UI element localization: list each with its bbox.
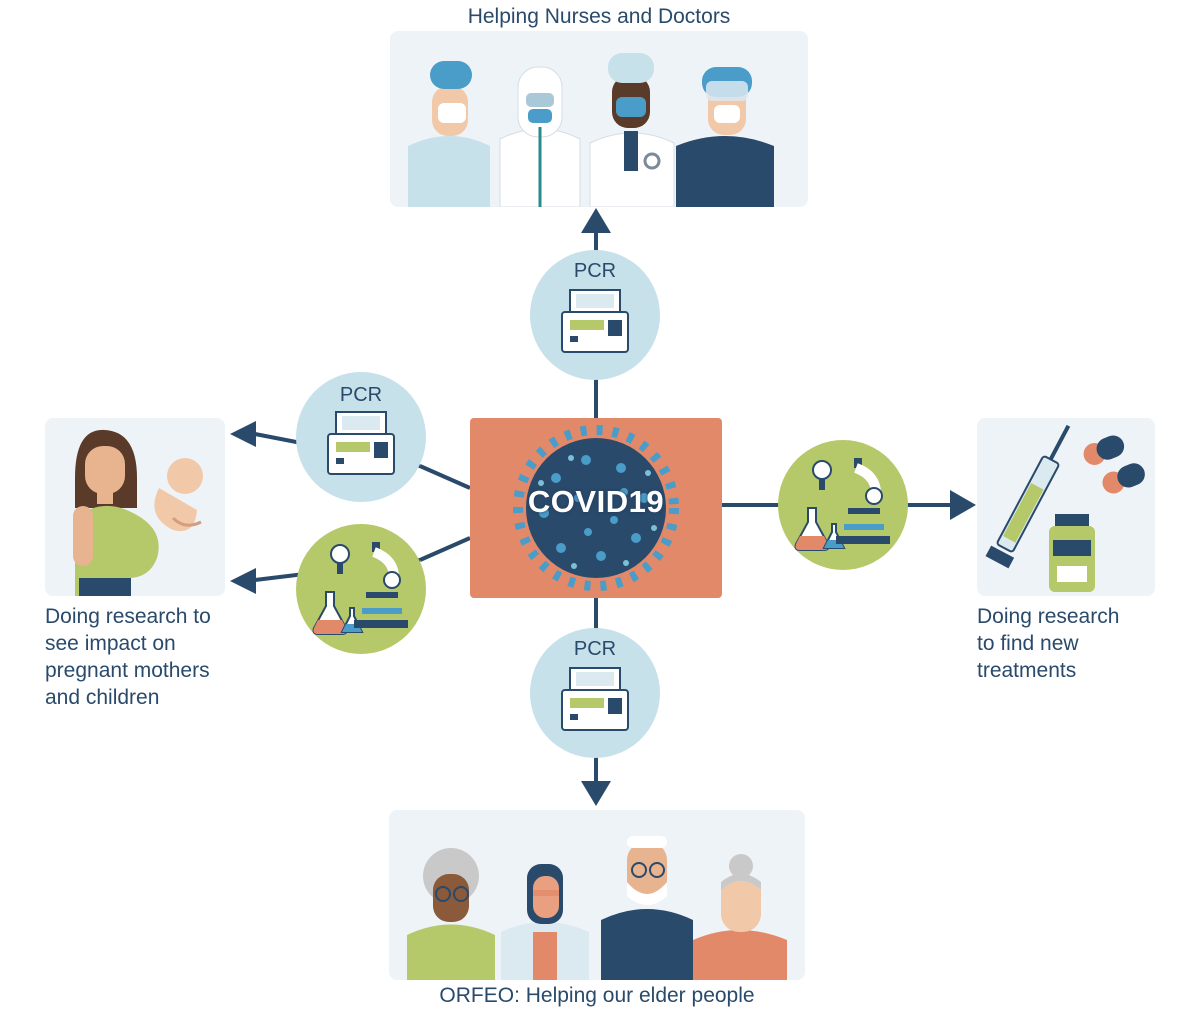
covid-box <box>470 418 722 598</box>
covid-label: COVID19 <box>527 484 665 519</box>
caption-left: Doing research to see impact on pregnant… <box>45 603 275 711</box>
caption-left-line: and children <box>45 686 160 709</box>
pcr-machine-icon <box>561 667 629 731</box>
caption-right-line: treatments <box>977 659 1077 682</box>
lab-equipment-icon <box>794 458 890 551</box>
lab-circle-right <box>778 440 908 570</box>
caption-bottom: ORFEO: Helping our elder people <box>439 984 755 1007</box>
panel-medicine <box>977 418 1155 596</box>
connector-left-upper <box>419 464 471 490</box>
arrow-head-up <box>581 208 611 233</box>
pcr-circle-left: PCR <box>296 372 426 502</box>
elderly-people-illustration <box>407 836 787 980</box>
pcr-machine-icon <box>561 289 629 353</box>
panel-medical-staff <box>390 31 808 207</box>
arrow-head-left-upper <box>230 421 256 447</box>
caption-left-line: Doing research to <box>45 605 211 628</box>
virus-icon <box>513 425 679 591</box>
arrow-head-down <box>581 781 611 806</box>
pcr-machine-icon <box>327 411 395 475</box>
caption-right-line: Doing research <box>977 605 1120 628</box>
lab-equipment-icon <box>312 542 408 635</box>
medicine-illustration <box>985 424 1145 592</box>
panel-pregnant-mother <box>45 418 225 596</box>
connector-left-lower <box>419 536 471 562</box>
caption-right: Doing research to find new treatments <box>977 603 1187 684</box>
caption-left-line: pregnant mothers <box>45 659 210 682</box>
medical-staff-illustration <box>408 53 774 207</box>
caption-top: Helping Nurses and Doctors <box>467 5 731 28</box>
pcr-label: PCR <box>573 260 617 282</box>
pcr-circle-top: PCR <box>530 250 660 380</box>
pcr-circle-bottom: PCR <box>530 628 660 758</box>
caption-left-line: see impact on <box>45 632 176 655</box>
arrow-head-right <box>950 490 976 520</box>
arrow-head-left-lower <box>230 568 256 594</box>
pregnant-mother-illustration <box>73 429 203 596</box>
panel-elderly-people <box>389 810 805 980</box>
pcr-label: PCR <box>339 384 383 406</box>
lab-circle-left <box>296 524 426 654</box>
pcr-label: PCR <box>573 638 617 660</box>
caption-right-line: to find new <box>977 632 1079 655</box>
